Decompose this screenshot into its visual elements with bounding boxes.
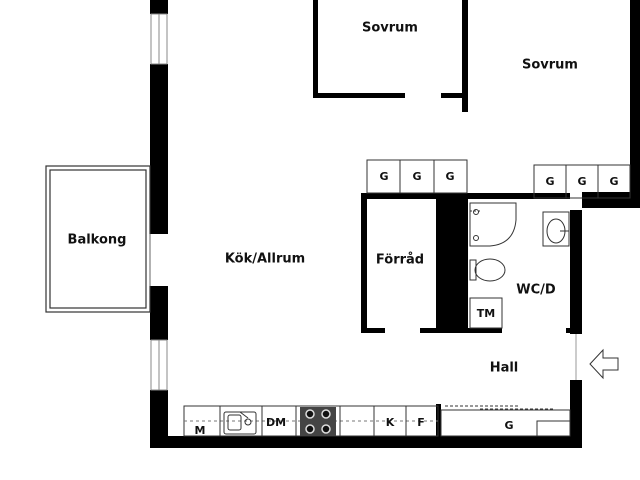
wall-wc-right-stub [566, 328, 576, 333]
label-hall-closet: G [504, 419, 513, 432]
wall-bottom [150, 436, 580, 448]
balcony-rail-inner [49, 169, 147, 309]
label-sovrum-1: Sovrum [362, 21, 418, 36]
balcony [45, 165, 151, 313]
wall-left-lower [150, 390, 168, 448]
label-tm: TM [477, 307, 495, 320]
washbasin-icon [542, 211, 570, 247]
wall-bedroom1-bottom-a [313, 93, 405, 98]
label-wardrobe-1c: G [445, 170, 454, 183]
wardrobes [366, 159, 631, 199]
label-freezer: F [417, 416, 425, 429]
label-dishwasher: DM [266, 416, 286, 429]
wall-wc-bottom [420, 328, 502, 333]
label-kok-allrum: Kök/Allrum [225, 252, 305, 267]
wall-left-middle [150, 286, 168, 340]
label-wardrobe-1a: G [379, 170, 388, 183]
wardrobe-row-1 [366, 159, 468, 194]
shower-icon [469, 202, 517, 247]
wall-bedroom1-right [462, 0, 468, 112]
tm-box [469, 297, 503, 329]
wall-storage-bottom [361, 328, 385, 333]
entrance-arrow-icon [575, 334, 619, 380]
hall-closet [440, 405, 571, 437]
label-sovrum-2: Sovrum [522, 58, 578, 73]
wall-right-lower [570, 380, 582, 448]
wall-left-top [150, 0, 168, 14]
walls [150, 0, 640, 448]
wall-storage-left [361, 193, 367, 333]
label-wardrobe-2b: G [577, 175, 586, 188]
toilet-icon [469, 258, 506, 282]
wall-left-upper [150, 64, 168, 234]
stove-icon [300, 407, 336, 436]
label-fridge: K [386, 416, 395, 429]
wall-bedroom1-left [313, 0, 318, 98]
wall-thick-center [436, 199, 468, 333]
label-balkong: Balkong [68, 233, 127, 248]
wall-wc-top [468, 193, 570, 199]
wall-storage-top [361, 193, 469, 199]
label-wc-d: WC/D [516, 283, 556, 298]
label-wardrobe-1b: G [412, 170, 421, 183]
wall-right-upper [570, 210, 582, 334]
wardrobe-row-2 [533, 164, 631, 199]
sink-icon [223, 411, 257, 435]
label-forrad: Förråd [376, 253, 424, 268]
label-microwave: M [195, 424, 206, 437]
windows [150, 13, 168, 391]
wall-bedroom1-bottom-b [441, 93, 467, 98]
label-hall: Hall [490, 361, 519, 376]
wall-right-step [582, 192, 640, 208]
label-wardrobe-2a: G [545, 175, 554, 188]
label-wardrobe-2c: G [609, 175, 618, 188]
wall-right-top [630, 0, 640, 208]
hall-closet-shelf [536, 420, 571, 437]
